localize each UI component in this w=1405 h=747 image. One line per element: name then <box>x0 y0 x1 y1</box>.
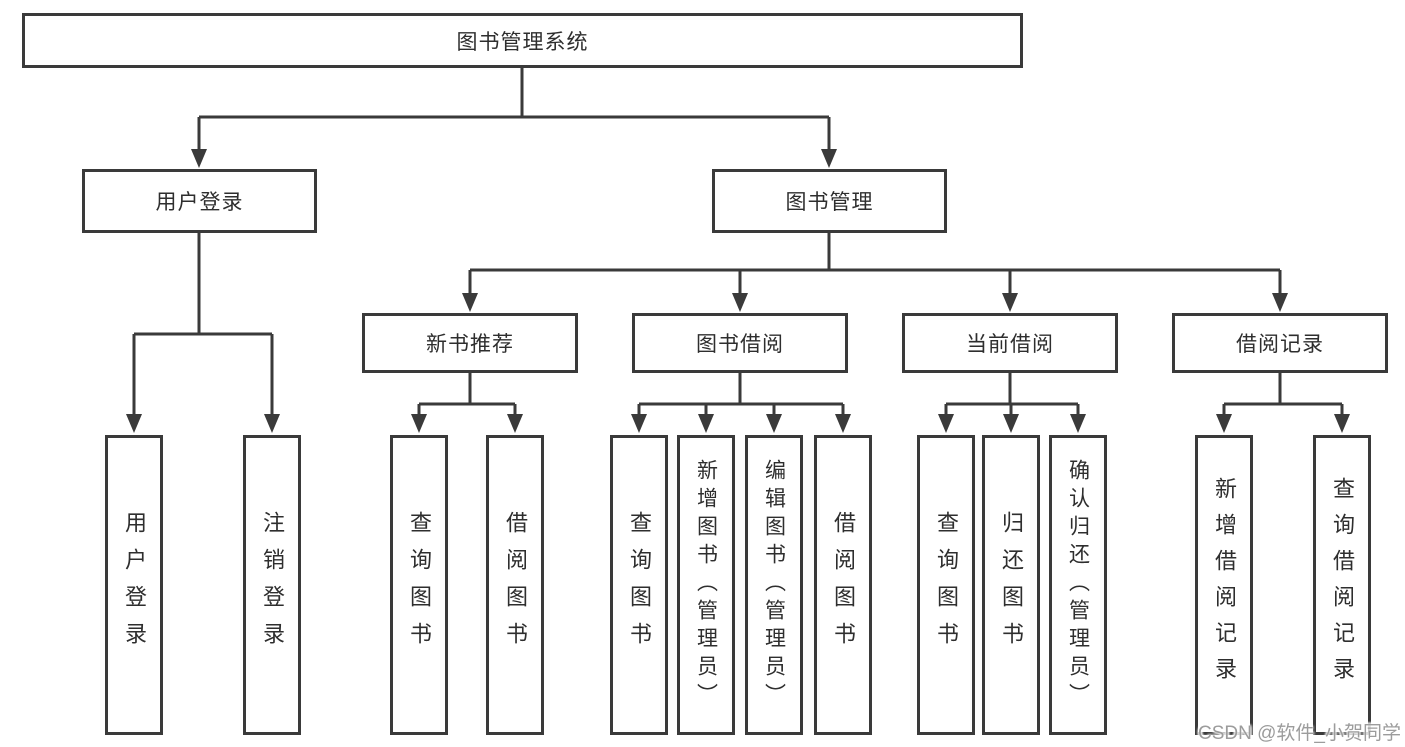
leaf-query-book-recommend: 查询图书 <box>390 435 448 735</box>
leaf-label: 借阅图书 <box>503 511 528 659</box>
connector-root-to-level2 <box>191 68 837 168</box>
leaf-query-borrow-record: 查询借阅记录 <box>1313 435 1371 735</box>
connector-book-borrow-to-leaves <box>631 373 851 433</box>
leaf-query-book-current: 查询图书 <box>917 435 975 735</box>
leaf-label: 编辑图书（管理员） <box>762 459 786 711</box>
csdn-watermark: CSDN @软件_小贺同学 <box>1198 723 1401 744</box>
leaf-label: 查询图书 <box>407 511 432 659</box>
node-library-management-system: 图书管理系统 <box>22 13 1023 68</box>
connector-new-book-recommend-to-leaves <box>411 373 523 433</box>
connector-user-login-to-leaves <box>126 233 280 433</box>
leaf-label: 查询图书 <box>934 511 959 659</box>
node-new-book-recommend: 新书推荐 <box>362 313 578 373</box>
leaf-query-book-borrow: 查询图书 <box>610 435 668 735</box>
node-current-borrow: 当前借阅 <box>902 313 1118 373</box>
node-label: 图书管理 <box>785 191 874 214</box>
leaf-add-borrow-record: 新增借阅记录 <box>1195 435 1253 735</box>
node-label: 图书借阅 <box>696 333 784 356</box>
node-label: 借阅记录 <box>1236 333 1324 356</box>
leaf-label: 查询图书 <box>627 511 652 659</box>
leaf-label: 借阅图书 <box>831 511 856 659</box>
node-label: 新书推荐 <box>426 333 514 356</box>
leaf-label: 用户登录 <box>122 511 147 659</box>
node-user-login: 用户登录 <box>82 169 317 233</box>
leaf-add-book-admin: 新增图书（管理员） <box>677 435 735 735</box>
connector-borrow-record-to-leaves <box>1216 373 1350 433</box>
leaf-label: 注销登录 <box>260 511 285 659</box>
node-label: 当前借阅 <box>966 333 1054 356</box>
node-label: 图书管理系统 <box>456 30 589 54</box>
node-book-borrow: 图书借阅 <box>632 313 848 373</box>
node-borrow-record: 借阅记录 <box>1172 313 1388 373</box>
leaf-confirm-return-admin: 确认归还（管理员） <box>1049 435 1107 735</box>
connector-current-borrow-to-leaves <box>938 373 1086 433</box>
leaf-label: 确认归还（管理员） <box>1066 459 1090 711</box>
connector-book-management-to-level3 <box>462 233 1288 312</box>
leaf-return-book: 归还图书 <box>982 435 1040 735</box>
leaf-user-login: 用户登录 <box>105 435 163 735</box>
node-book-management: 图书管理 <box>712 169 947 233</box>
leaf-borrow-book: 借阅图书 <box>814 435 872 735</box>
leaf-label: 归还图书 <box>999 511 1024 659</box>
node-label: 用户登录 <box>155 191 244 214</box>
leaf-edit-book-admin: 编辑图书（管理员） <box>745 435 803 735</box>
leaf-label: 新增借阅记录 <box>1212 477 1237 693</box>
leaf-label: 查询借阅记录 <box>1330 477 1355 693</box>
leaf-logout: 注销登录 <box>243 435 301 735</box>
leaf-borrow-book-recommend: 借阅图书 <box>486 435 544 735</box>
leaf-label: 新增图书（管理员） <box>694 459 718 711</box>
